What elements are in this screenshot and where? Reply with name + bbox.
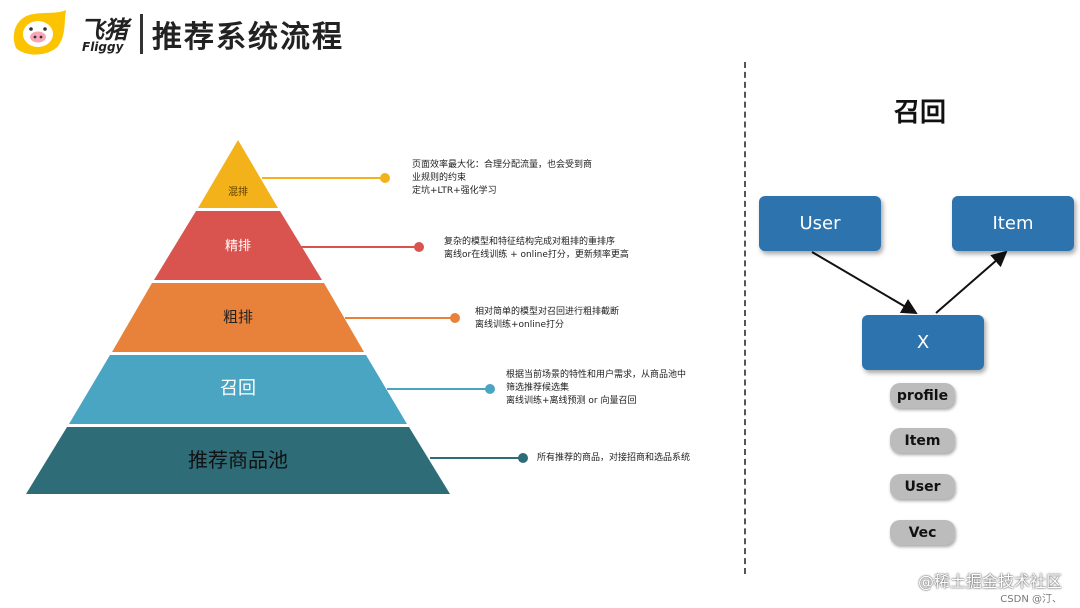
arrow-x-to-item <box>935 250 1008 314</box>
fliggy-logo-icon <box>13 10 66 55</box>
feature-pill-item: Item <box>890 428 955 453</box>
pyramid-label: 粗排 <box>223 308 253 326</box>
pyramid-level-hybrid-ranking <box>198 140 278 208</box>
header-separator <box>140 14 143 54</box>
connector-dot <box>380 173 390 183</box>
level-note-hybrid-ranking: 页面效率最大化：合理分配流量，也会受到商 业规则的约束 定坑+LTR+强化学习 <box>412 160 593 196</box>
level-note-item-pool: 所有推荐的商品，对接招商和选品系统 <box>537 453 691 463</box>
level-note-coarse-ranking: 相对简单的模型对召回进行粗排截断 离线训练+online打分 <box>475 307 620 330</box>
level-note-fine-ranking: 复杂的模型和特征结构完成对粗排的重排序 离线or在线训练 + online打分，… <box>444 237 629 260</box>
page-title: 推荐系统流程 <box>152 20 344 55</box>
recall-arrows <box>811 250 1008 315</box>
pyramid-level-recall <box>69 355 407 424</box>
connector-dot <box>518 453 528 463</box>
pyramid-level-fine-ranking <box>154 211 322 280</box>
item-node: Item <box>952 196 1074 251</box>
pyramid-label: 推荐商品池 <box>188 448 288 472</box>
connector-dot <box>414 242 424 252</box>
feature-pill-profile: profile <box>890 383 955 408</box>
recommendation-pyramid: 混排 精排 粗排 召回 推荐商品池 <box>26 140 528 494</box>
watermark: @稀土掘金技术社区 <box>917 572 1062 591</box>
pyramid-label: 召回 <box>220 378 256 399</box>
arrow-user-to-x <box>811 251 918 315</box>
connector-dot <box>485 384 495 394</box>
x-node: X <box>862 315 984 370</box>
csdn-credit: CSDN @汀、 <box>1000 594 1062 605</box>
pyramid-label: 混排 <box>228 185 248 198</box>
user-node: User <box>759 196 881 251</box>
feature-pill-vec: Vec <box>890 520 955 545</box>
pyramid-label: 精排 <box>225 239 251 254</box>
level-note-recall: 根据当前场景的特性和用户需求，从商品池中 筛选推荐候选集 离线训练+离线预测 o… <box>506 370 687 406</box>
brand-name-en: Fliggy <box>82 40 124 54</box>
feature-pill-user: User <box>890 474 955 499</box>
pyramid-level-item-pool <box>26 427 450 494</box>
connector-dot <box>450 313 460 323</box>
section-divider <box>744 62 746 574</box>
recall-title: 召回 <box>894 98 947 128</box>
pyramid-level-coarse-ranking <box>112 283 364 352</box>
brand-name-cn: 飞猪 <box>80 16 128 44</box>
